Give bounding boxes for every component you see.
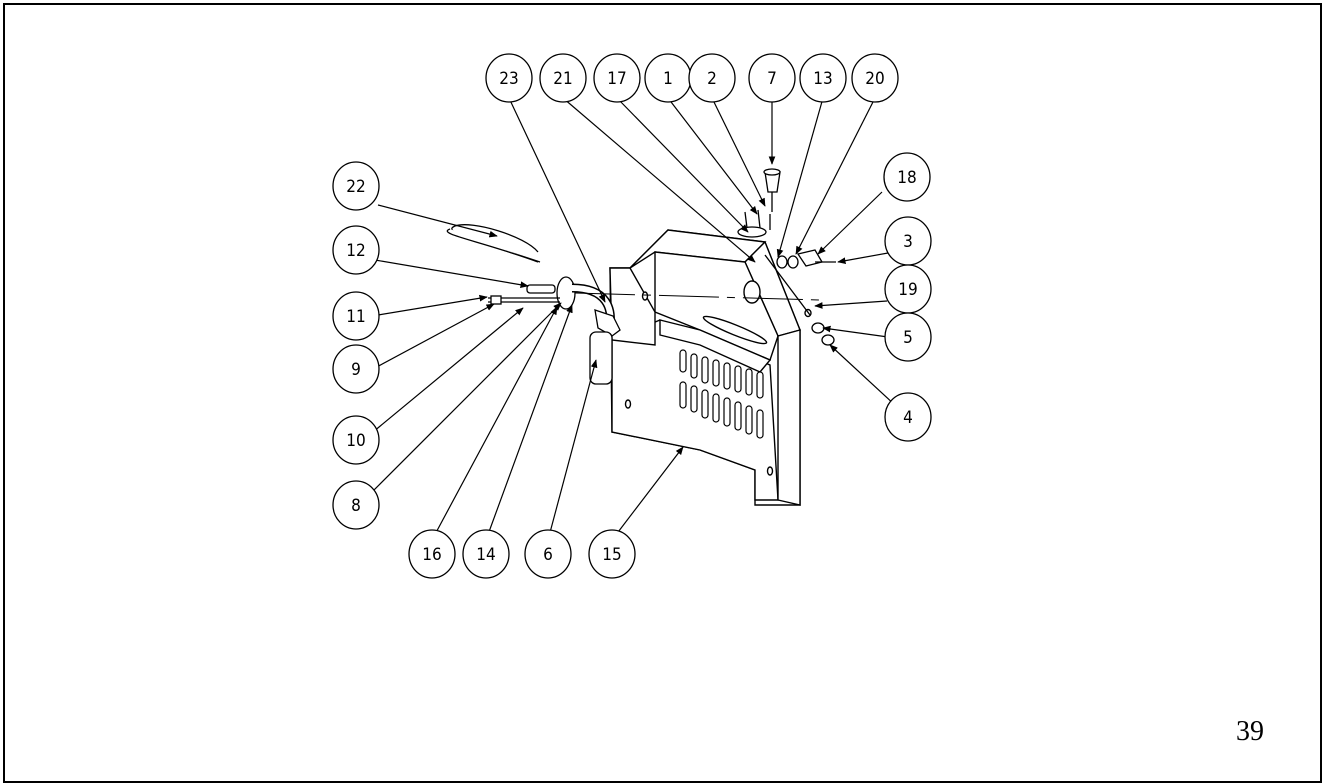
balloon-2: 2 — [688, 53, 736, 103]
balloon-12: 12 — [332, 225, 380, 275]
balloon-label: 6 — [543, 545, 553, 565]
vent-slots — [679, 349, 764, 439]
balloon-11: 11 — [332, 291, 380, 341]
enclosure-panel — [609, 229, 812, 506]
balloon-label: 21 — [553, 69, 572, 89]
balloon-20: 20 — [851, 53, 899, 103]
balloon-9: 9 — [332, 344, 380, 394]
balloon-label: 5 — [903, 328, 913, 348]
balloon-15: 15 — [588, 529, 636, 579]
balloon-label: 9 — [351, 360, 361, 380]
page-number: 39 — [1236, 716, 1264, 747]
balloon-label: 19 — [898, 280, 917, 300]
balloon-22: 22 — [332, 161, 380, 211]
balloon-label: 22 — [346, 177, 365, 197]
leader-lines — [369, 97, 897, 541]
balloon-label: 12 — [346, 241, 365, 261]
knob-assembly — [737, 168, 781, 238]
balloon-1: 1 — [644, 53, 692, 103]
balloon-label: 2 — [707, 69, 717, 89]
balloon-14: 14 — [462, 529, 510, 579]
balloon-8: 8 — [332, 480, 380, 530]
balloon-19: 19 — [884, 264, 932, 314]
balloon-16: 16 — [408, 529, 456, 579]
balloon-label: 23 — [499, 69, 518, 89]
balloon-label: 20 — [865, 69, 884, 89]
balloon-23: 23 — [485, 53, 533, 103]
balloon-label: 11 — [346, 307, 365, 327]
balloon-label: 4 — [903, 408, 913, 428]
balloon-label: 1 — [663, 69, 673, 89]
balloon-label: 18 — [897, 168, 916, 188]
balloon-21: 21 — [539, 53, 587, 103]
balloon-18: 18 — [883, 152, 931, 202]
balloon-6: 6 — [524, 529, 572, 579]
balloon-label: 16 — [422, 545, 441, 565]
balloon-label: 14 — [476, 545, 495, 565]
balloon-5: 5 — [884, 312, 932, 362]
balloon-13: 13 — [799, 53, 847, 103]
right-hardware — [764, 249, 836, 346]
balloon-7: 7 — [748, 53, 796, 103]
balloon-17: 17 — [593, 53, 641, 103]
balloon-label: 13 — [813, 69, 832, 89]
balloon-label: 15 — [602, 545, 621, 565]
balloon-4: 4 — [884, 392, 932, 442]
balloon-label: 8 — [351, 496, 361, 516]
balloon-label: 17 — [607, 69, 626, 89]
balloon-label: 7 — [767, 69, 777, 89]
balloon-label: 3 — [903, 232, 913, 252]
balloon-3: 3 — [884, 216, 932, 266]
balloon-label: 10 — [346, 431, 365, 451]
balloon-10: 10 — [332, 415, 380, 465]
